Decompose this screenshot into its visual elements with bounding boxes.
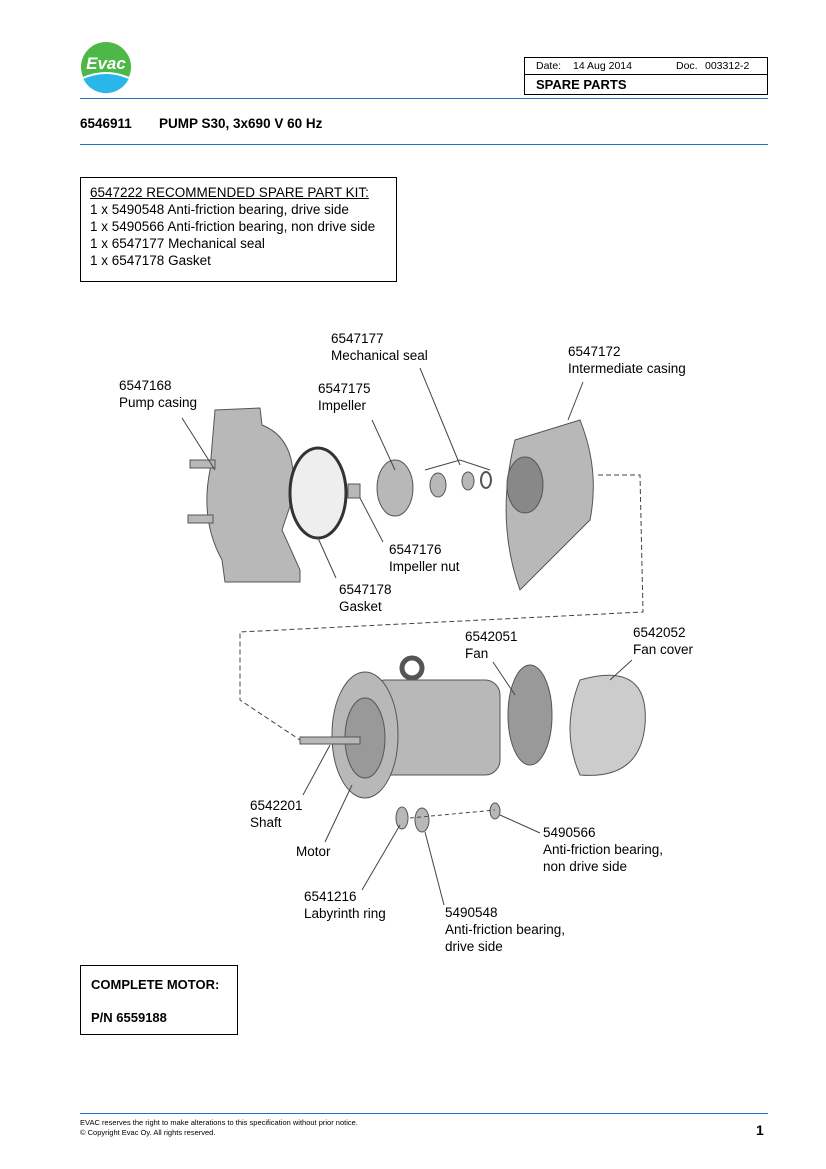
document-info-box: Date: 14 Aug 2014 Doc. 003312-2 SPARE PA… xyxy=(524,57,768,95)
kit-title: 6547222 RECOMMENDED SPARE PART KIT: xyxy=(90,185,369,200)
kit-item: 1 x 6547178 Gasket xyxy=(90,253,211,268)
section-title: SPARE PARTS xyxy=(536,77,627,92)
product-code: 6546911 xyxy=(80,116,132,131)
gasket-part xyxy=(288,446,348,540)
kit-item: 1 x 6547177 Mechanical seal xyxy=(90,236,265,251)
impeller-part xyxy=(376,459,414,517)
divider xyxy=(80,98,768,99)
complete-motor-box: COMPLETE MOTOR: P/N 6559188 xyxy=(80,965,238,1035)
bearing-drive-part xyxy=(414,807,430,833)
fan-part xyxy=(507,664,553,766)
kit-item: 1 x 5490548 Anti-friction bearing, drive… xyxy=(90,202,349,217)
date-label: Date: xyxy=(536,60,562,72)
doc-label: Doc. xyxy=(676,60,698,72)
spare-part-kit-box: 6547222 RECOMMENDED SPARE PART KIT: 1 x … xyxy=(80,177,397,282)
footer-copyright: © Copyright Evac Oy. All rights reserved… xyxy=(80,1128,216,1137)
product-name: PUMP S30, 3x690 V 60 Hz xyxy=(159,116,323,131)
complete-motor-pn: P/N 6559188 xyxy=(91,1010,167,1025)
svg-text:Evac: Evac xyxy=(86,54,126,73)
divider xyxy=(80,144,768,145)
date: 14 Aug 2014 xyxy=(573,60,632,72)
evac-logo: Evac xyxy=(81,42,131,94)
doc-number: 003312-2 xyxy=(705,60,750,72)
fan-cover-part xyxy=(569,674,646,776)
impeller-nut-part xyxy=(347,483,361,499)
kit-item: 1 x 5490566 Anti-friction bearing, non d… xyxy=(90,219,376,234)
leader-lines xyxy=(181,367,644,906)
footer-notice: EVAC reserves the right to make alterati… xyxy=(80,1118,358,1138)
footer-line: EVAC reserves the right to make alterati… xyxy=(80,1118,358,1127)
pump-casing-part xyxy=(206,407,301,583)
labyrinth-ring-part xyxy=(395,806,409,830)
stud xyxy=(189,459,216,469)
seal-part xyxy=(429,472,447,498)
shaft-part xyxy=(299,736,361,745)
part-label-motor: Motor xyxy=(296,844,331,859)
complete-motor-title: COMPLETE MOTOR: xyxy=(91,977,220,992)
page-number: 1 xyxy=(756,1122,764,1138)
bearing-non-drive-part xyxy=(489,802,501,820)
stud xyxy=(187,514,214,524)
footer-divider xyxy=(80,1113,768,1114)
